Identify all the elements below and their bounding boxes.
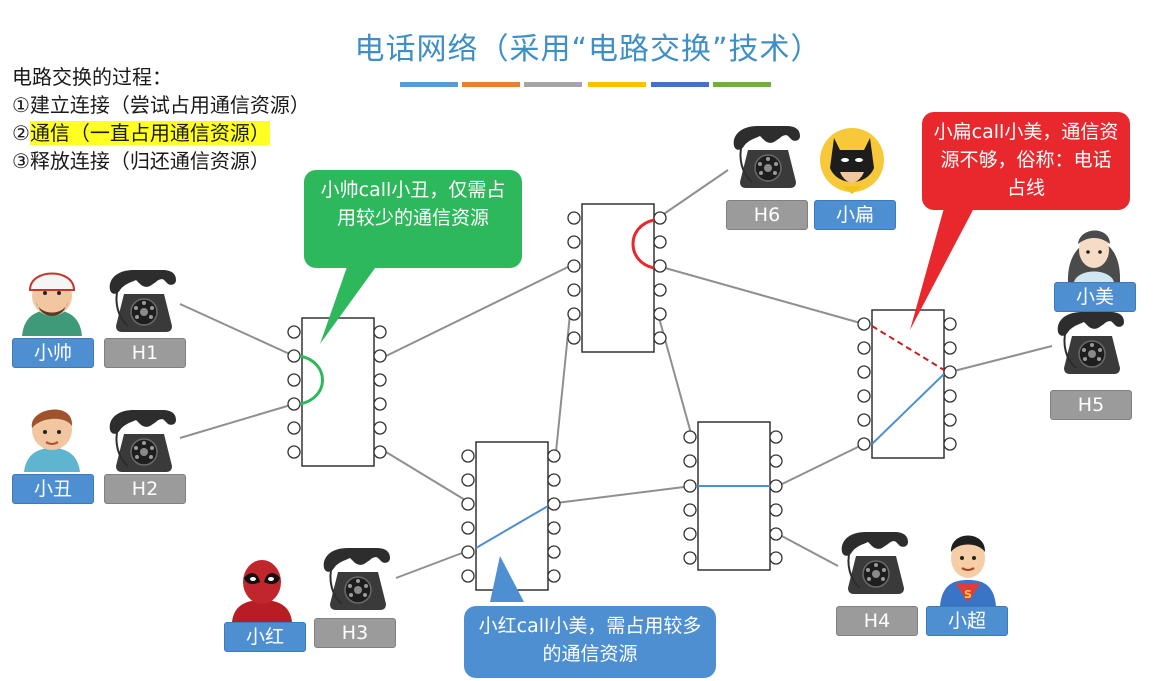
host-label-h2: H2 [104,474,186,504]
red-dashed-circuit [871,325,945,371]
xiaohong-avatar-icon [232,560,292,622]
xiaobian-avatar-icon [820,128,884,194]
link-s4-h4 [777,533,839,567]
link-h3-s3 [395,549,471,579]
xiaoshuai-avatar-icon [22,272,82,336]
person-label-xiaochou: 小丑 [12,474,94,504]
link-s2-h6 [657,169,729,219]
step-3: ③释放连接（归还通信资源） [12,149,270,173]
person-label-xiaomei: 小美 [1054,282,1136,312]
switch-5 [857,309,957,459]
phone-h2-icon [108,409,177,473]
color-bar-5 [651,82,709,87]
link-s4-s5 [777,443,865,487]
xiaomei-avatar-icon [1067,230,1121,282]
svg-text:S: S [964,588,972,601]
green-circuit [299,354,324,406]
host-label-h1: H1 [104,338,186,368]
host-label-h6: H6 [726,200,808,230]
blue-callout-tail [490,556,524,602]
color-bar-4 [588,82,646,87]
phone-h1-icon [108,269,177,333]
xiaochou-avatar-icon [24,409,80,472]
host-label-h5: H5 [1050,390,1132,420]
red-callout: 小扁call小美，通信资源不够，俗称：电话占线 [922,112,1130,210]
blue-callout: 小红call小美，需占用较多的通信资源 [464,606,716,678]
green-callout-tail [320,264,378,344]
host-label-h3: H3 [314,618,396,648]
color-bar-3 [524,82,582,87]
green-callout: 小帅call小丑，仅需占用较少的通信资源 [304,170,522,268]
phone-h3-icon [322,547,391,611]
color-bar-2 [462,82,520,87]
slide-title: 电话网络（采用“电路交换”技术） [354,32,822,67]
link-h2-s1 [179,403,295,439]
link-s3-s4 [555,485,693,504]
step-2-highlight: 通信（一直占用通信资源） [29,121,270,145]
color-bar-1 [400,82,458,87]
color-bar-6 [713,82,771,87]
link-s1-s2 [385,265,571,357]
person-label-xiaobian: 小扁 [814,200,896,230]
process-steps: 电路交换的过程： ①建立连接（尝试占用通信资源） ②通信（一直占用通信资源） ③… [12,63,310,175]
person-label-xiaochao: 小超 [926,606,1008,636]
red-callout-tail [910,208,974,330]
blue-circuit-s3 [475,505,549,549]
phone-h4-icon [840,531,909,595]
host-label-h4: H4 [836,606,918,636]
step-1: ①建立连接（尝试占用通信资源） [12,93,310,117]
step-2: ②通信（一直占用通信资源） [12,119,310,147]
link-s5-h5 [949,345,1053,373]
person-label-xiaohong: 小红 [224,622,306,652]
phone-h5-icon [1056,311,1125,375]
person-label-xiaoshuai: 小帅 [12,338,94,368]
link-s2-s3 [555,313,571,453]
step-2-prefix: ② [12,121,30,145]
switch-2 [567,203,667,353]
switch-1 [287,317,387,467]
link-h1-s1 [179,303,295,357]
steps-heading: 电路交换的过程： [12,65,172,89]
xiaochao-avatar-icon: S [940,535,996,606]
red-circuit [631,218,655,270]
switch-3 [461,441,561,591]
link-s2-s5 [657,265,865,325]
links [179,169,1053,579]
phone-h6-icon [732,125,801,189]
blue-circuit-s5 [871,373,945,445]
link-s1-s3 [385,451,471,504]
switch-4 [683,421,783,571]
